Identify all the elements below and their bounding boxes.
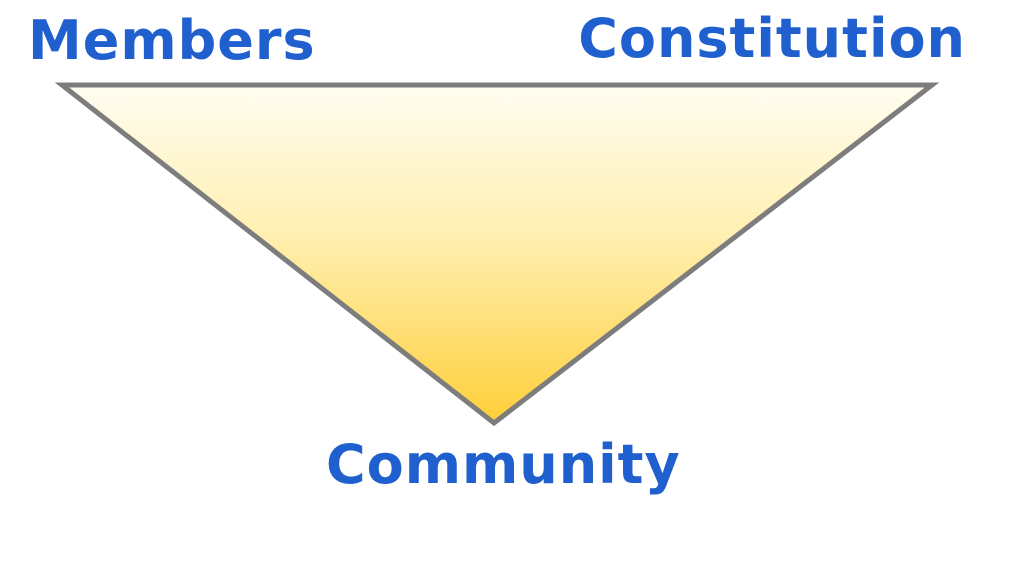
inverted-triangle xyxy=(54,82,940,427)
vertex-label-members: Members xyxy=(28,9,316,72)
vertex-label-community: Community xyxy=(326,433,681,496)
vertex-label-constitution: Constitution xyxy=(578,7,966,70)
